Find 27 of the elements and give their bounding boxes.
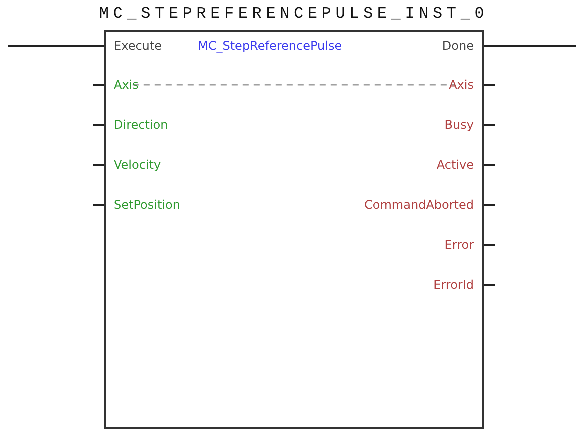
pin-wire	[482, 124, 495, 126]
pin-wire	[482, 84, 495, 86]
instance-name: MC_STEPREFERENCEPULSE_INST_0	[99, 5, 489, 23]
output-pin-label: Axis	[449, 77, 482, 93]
output-pin-label: Done	[442, 38, 482, 54]
input-pin-label: Velocity	[106, 157, 162, 173]
output-pin-label: Active	[436, 157, 482, 173]
pin-wire	[482, 204, 495, 206]
pin-wire	[8, 45, 106, 47]
output-pin-label: ErrorId	[434, 277, 482, 293]
input-pin-label: Execute	[106, 38, 162, 54]
block-type-name: MC_StepReferencePulse	[198, 38, 342, 54]
input-pin-label: Axis	[106, 77, 139, 93]
input-pin-label: Direction	[106, 117, 168, 133]
input-pin-label: SetPosition	[106, 197, 180, 213]
pin-wire	[482, 244, 495, 246]
pin-wire	[482, 45, 576, 47]
pin-wire	[482, 164, 495, 166]
pin-wire	[93, 164, 106, 166]
pass-through-line	[132, 84, 456, 86]
output-pin-label: Busy	[444, 117, 482, 133]
pin-wire	[93, 84, 106, 86]
output-pin-label: CommandAborted	[364, 197, 482, 213]
pin-wire	[93, 124, 106, 126]
pin-wire	[93, 204, 106, 206]
output-pin-label: Error	[444, 237, 482, 253]
pin-wire	[482, 284, 495, 286]
